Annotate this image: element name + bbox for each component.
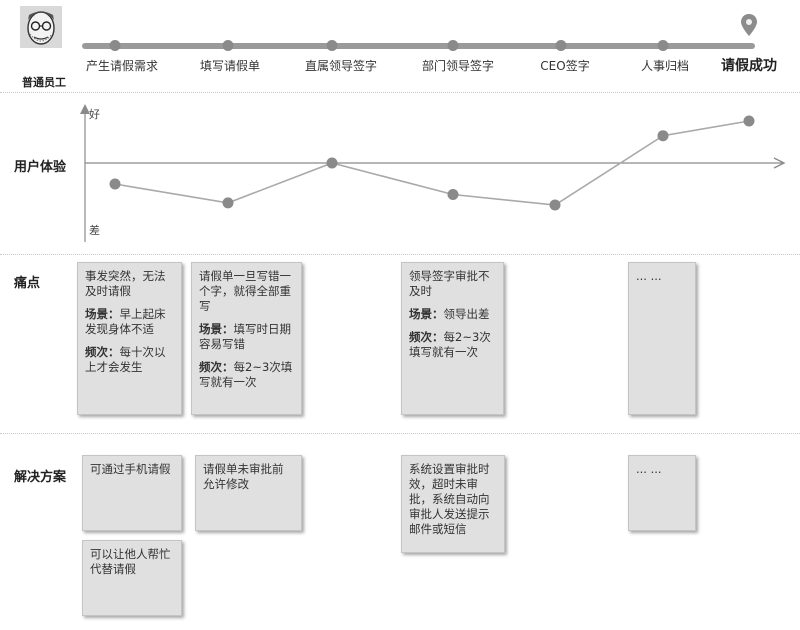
experience-point-4 (447, 189, 459, 200)
experience-point-5 (549, 199, 561, 211)
stage-label-5: CEO签字 (540, 59, 590, 73)
stage-dot-6 (657, 40, 669, 51)
solution-card-2: 请假单未审批前允许修改 (195, 455, 302, 531)
freq-label: 频次： (199, 360, 234, 374)
stage-label-final: 请假成功 (721, 58, 777, 74)
pain-text: 领导签字审批不及时 (409, 269, 490, 298)
divider-3 (0, 433, 800, 434)
stage-label-3: 直属领导签字 (304, 59, 378, 73)
scene-text: 填写时日期容易写错 (199, 322, 291, 351)
stage-label-1: 产生请假需求 (85, 59, 159, 73)
solution-card-4: ... ... (628, 455, 696, 531)
y-axis-top-label: 好 (89, 108, 100, 121)
map-pin-icon (741, 14, 757, 36)
solution-text: 请假单未审批前允许修改 (203, 462, 284, 491)
stage-dot-5 (555, 40, 567, 51)
stage-label-4: 部门领导签字 (421, 59, 495, 73)
journey-timeline (82, 14, 757, 49)
scene-label: 场景： (199, 322, 234, 336)
row-label-pain: 痛点 (14, 276, 41, 291)
experience-point-6 (657, 130, 669, 142)
solution-card-1: 可通过手机请假 (82, 455, 182, 531)
solution-card-3: 系统设置审批时效，超时未审批，系统自动向审批人发送提示邮件或短信 (401, 455, 505, 553)
row-label-solution: 解决方案 (14, 470, 67, 485)
stage-dot-3 (326, 40, 338, 51)
pain-card-2: 请假单一旦写错一个字，就得全部重写 场景：填写时日期容易写错 频次：每2~3次填… (191, 262, 302, 415)
divider-1 (0, 92, 800, 93)
solution-text: 可以让他人帮忙代替请假 (90, 547, 171, 576)
solution-card-5: 可以让他人帮忙代替请假 (82, 540, 182, 616)
experience-chart (80, 104, 786, 242)
persona-name: 普通员工 (22, 76, 66, 89)
stage-dot-4 (447, 40, 459, 51)
stage-label-2: 填写请假单 (199, 59, 261, 73)
stage-label-6: 人事归档 (640, 59, 690, 73)
experience-point-2 (222, 197, 234, 209)
solution-text: ... ... (636, 462, 662, 476)
row-label-experience: 用户体验 (14, 160, 67, 175)
solution-text: 可通过手机请假 (90, 462, 171, 476)
stage-dot-2 (222, 40, 234, 51)
scene-text: 领导出差 (443, 307, 490, 321)
pain-text: ... ... (636, 269, 662, 283)
experience-point-1 (109, 178, 121, 190)
y-axis-bottom-label: 差 (89, 224, 100, 237)
freq-text: 每十次以上才会发生 (85, 345, 166, 374)
pain-card-1: 事发突然，无法及时请假 场景：早上起床发现身体不适 频次：每十次以上才会发生 (77, 262, 182, 415)
freq-label: 频次： (85, 345, 120, 359)
experience-point-7 (743, 115, 755, 127)
stage-dot-1 (109, 40, 121, 51)
solution-text: 系统设置审批时效，超时未审批，系统自动向审批人发送提示邮件或短信 (409, 462, 490, 536)
divider-2 (0, 254, 800, 255)
scene-label: 场景： (409, 307, 444, 321)
scene-text: 早上起床发现身体不适 (85, 307, 166, 336)
avatar-face-icon (20, 6, 62, 48)
pain-card-3: 领导签字审批不及时 场景：领导出差 频次：每2~3次填写就有一次 (401, 262, 504, 415)
pain-text: 事发突然，无法及时请假 (85, 269, 166, 298)
pain-text: 请假单一旦写错一个字，就得全部重写 (199, 269, 291, 313)
freq-text: 每2~3次填写就有一次 (409, 330, 491, 359)
scene-label: 场景： (85, 307, 120, 321)
experience-point-3 (326, 157, 338, 169)
pain-card-4: ... ... (628, 262, 696, 415)
persona-avatar (20, 6, 62, 48)
freq-text: 每2~3次填写就有一次 (199, 360, 293, 389)
freq-label: 频次： (409, 330, 444, 344)
